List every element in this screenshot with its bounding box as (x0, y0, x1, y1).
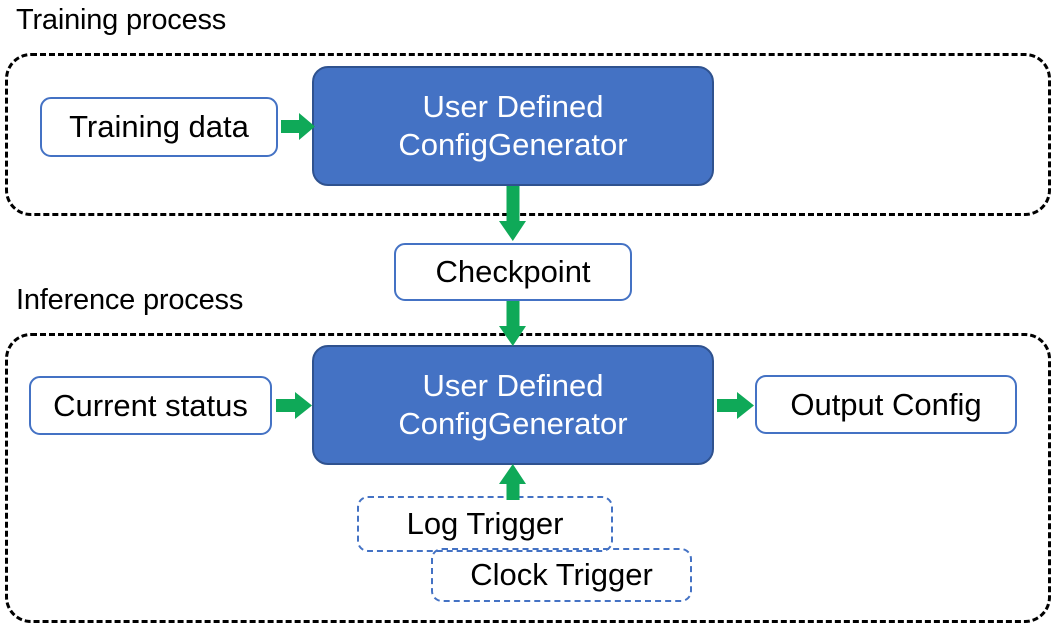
node-current-status[interactable]: Current status (29, 376, 272, 435)
section-label-inference: Inference process (16, 284, 244, 316)
node-user-defined-configgenerator-training[interactable]: User Defined ConfigGenerator (312, 66, 714, 186)
node-training-data[interactable]: Training data (40, 97, 278, 157)
node-log-trigger[interactable]: Log Trigger (357, 496, 613, 552)
node-checkpoint[interactable]: Checkpoint (394, 243, 632, 301)
node-label-line1: User Defined (422, 89, 604, 124)
node-label-line2: ConfigGenerator (398, 127, 628, 162)
section-label-training: Training process (16, 4, 227, 36)
training-process-container (5, 53, 1051, 216)
node-user-defined-configgenerator-inference[interactable]: User Defined ConfigGenerator (312, 345, 714, 465)
node-clock-trigger[interactable]: Clock Trigger (431, 548, 692, 602)
node-label-line2: ConfigGenerator (398, 406, 628, 441)
node-label-line1: User Defined (422, 368, 604, 403)
node-output-config[interactable]: Output Config (755, 375, 1017, 434)
inference-process-container (5, 333, 1051, 623)
